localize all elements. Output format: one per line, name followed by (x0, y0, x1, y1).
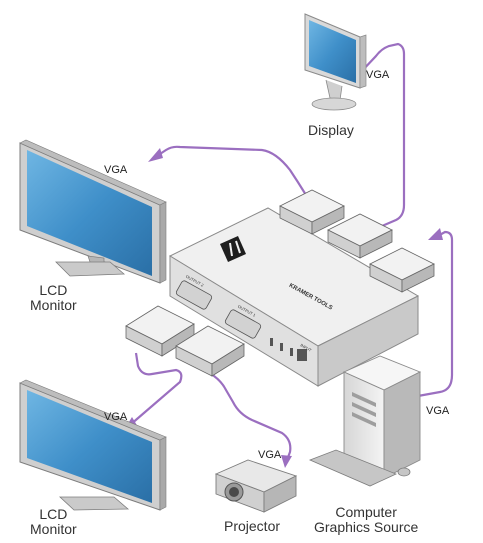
keyboard (308, 449, 398, 487)
input-label: INPUT (300, 343, 313, 353)
lcd-bottom-label-line1: LCD (39, 506, 68, 522)
vga-label-computer: VGA (426, 405, 450, 417)
vga-connectors (125, 189, 435, 377)
lcd-top-label: LCD Monitor (30, 283, 77, 312)
arrow-lcd-top (148, 148, 163, 162)
lcd-monitor-bottom (19, 379, 167, 511)
kramer-logo (220, 236, 246, 262)
vga-cables (129, 42, 454, 461)
lcd-top-label-line1: LCD (39, 282, 68, 298)
lcd-top-label-line2: Monitor (30, 296, 77, 313)
vga-label-lcd-top: VGA (104, 164, 128, 176)
computer-label-line1: Computer (335, 504, 397, 520)
computer-label: Computer Graphics Source (314, 505, 418, 534)
projector (214, 459, 298, 513)
kramer-device: OUTPUT 2 OUTPUT 1 INPUT KRAMER TOOLS (168, 207, 420, 387)
device-switches (270, 338, 293, 356)
display-monitor (304, 13, 367, 111)
cable-projector (185, 357, 292, 461)
cable-lcd-bottom (129, 352, 183, 426)
vga-label-lcd-bottom: VGA (104, 411, 128, 423)
cable-lcd-top (153, 145, 307, 196)
lcd-monitor-top (19, 139, 167, 284)
mouse (397, 467, 411, 477)
arrow-computer (428, 228, 443, 240)
vga-connector-computer (369, 247, 435, 293)
port-input: INPUT (297, 343, 313, 361)
arrow-projector (281, 455, 292, 468)
vga-connector-display (279, 189, 345, 235)
vga-connector-lcd-top (327, 213, 393, 259)
computer-label-line2: Graphics Source (314, 518, 419, 535)
vga-label-display: VGA (366, 69, 390, 81)
drive-bays (352, 392, 376, 427)
cable-computer (417, 230, 454, 398)
display-label: Display (308, 122, 354, 138)
vga-connector-projector (175, 325, 245, 377)
cable-display (359, 42, 406, 228)
vga-connector-lcd-bottom (125, 305, 195, 357)
vga-label-projector: VGA (258, 449, 282, 461)
computer-graphics-source (308, 355, 422, 487)
projector-label: Projector (224, 518, 281, 534)
lcd-bottom-label: LCD Monitor (30, 507, 77, 536)
lcd-bottom-label-line2: Monitor (30, 520, 77, 537)
